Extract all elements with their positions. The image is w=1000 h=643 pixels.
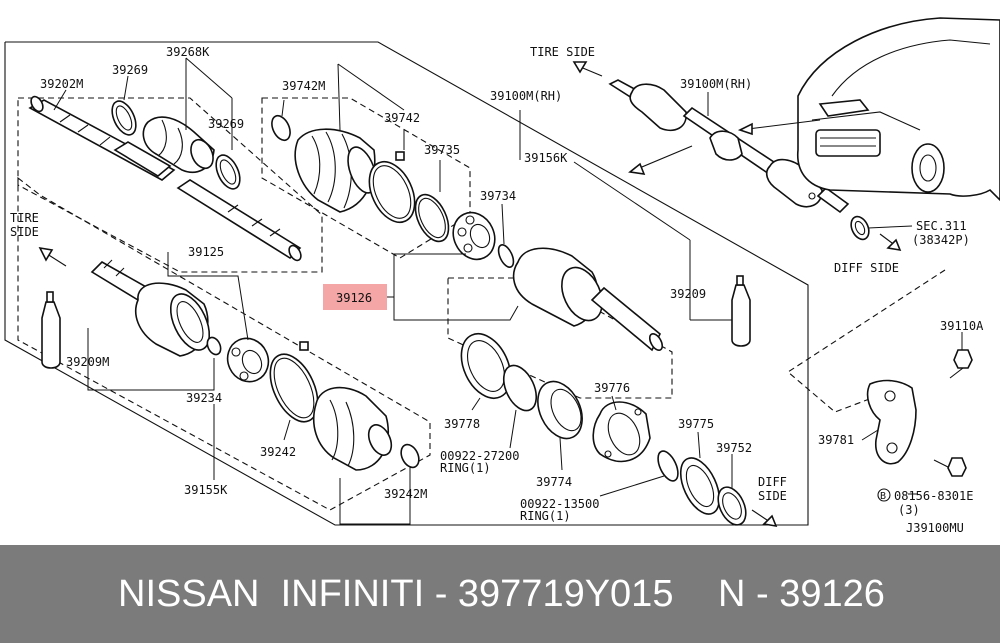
label-39734: 39734 xyxy=(480,189,516,203)
diagram-frame xyxy=(4,41,809,526)
label-sec311: SEC.311 xyxy=(916,219,967,233)
footer-diagram-ref: N - 39126 xyxy=(718,573,885,615)
inner-shaft-39202M xyxy=(28,95,176,181)
label-diff-side-bottom-1: DIFF xyxy=(758,475,787,489)
b-mark-circle xyxy=(877,488,891,502)
snap-ring-39234 xyxy=(206,336,222,356)
label-39775: 39775 xyxy=(678,417,714,431)
label-b-mark: B xyxy=(880,491,886,502)
snap-ring-39734 xyxy=(497,244,515,268)
label-39735: 39735 xyxy=(424,143,460,157)
label-39742M: 39742M xyxy=(282,79,325,93)
tire-side-arrow-left xyxy=(38,246,67,267)
label-39269-b: 39269 xyxy=(208,117,244,131)
label-qty-3: (3) xyxy=(898,503,920,517)
seal-39752 xyxy=(717,486,747,526)
label-39269-a: 39269 xyxy=(112,63,148,77)
seal-sec311 xyxy=(850,215,870,241)
inner-shaft-39202M-rear xyxy=(176,179,302,262)
grease-tube-39209 xyxy=(731,275,751,347)
label-00922-13500: 00922-13500 xyxy=(520,497,599,511)
leader-lines xyxy=(53,57,963,525)
boot-band-39742M xyxy=(271,114,291,142)
tire-side-arrow-top xyxy=(572,61,603,77)
label-39125: 39125 xyxy=(188,245,224,259)
label-ring-1-b: RING(1) xyxy=(520,509,571,523)
boot-39742M xyxy=(294,128,377,213)
part-number-footer: NISSAN INFINITI - 397719Y015 N - 39126 xyxy=(0,545,1000,643)
boot-band-39242M-small xyxy=(400,443,420,469)
label-39126: 39126 xyxy=(336,291,372,305)
dashed-group-diff-joint xyxy=(17,176,431,511)
label-diff-side-bottom-2: SIDE xyxy=(758,489,787,503)
footer-brand-part-number: NISSAN INFINITI - 397719Y015 xyxy=(118,573,674,615)
outer-housing-39100 xyxy=(512,247,664,352)
label-39202M: 39202M xyxy=(40,77,83,91)
label-39209M: 39209M xyxy=(66,355,109,369)
label-39781: 39781 xyxy=(818,433,854,447)
label-39100M-a: 39100M(RH) xyxy=(490,89,562,103)
label-39156K: 39156K xyxy=(524,151,568,165)
label-39242M: 39242M xyxy=(384,487,427,501)
label-08156-8301E: 08156-8301E xyxy=(894,489,973,503)
car-illustration xyxy=(797,17,1000,202)
label-39776: 39776 xyxy=(594,381,630,395)
label-tire-side-left-2: SIDE xyxy=(10,225,39,239)
label-39742: 39742 xyxy=(384,111,420,125)
label-00922-27200: 00922-27200 xyxy=(440,449,519,463)
seal-39778 xyxy=(460,333,512,399)
inner-housing-39125 xyxy=(90,259,211,357)
diff-side-arrow-right xyxy=(879,233,902,252)
boot-band-39742 xyxy=(368,151,416,224)
tripod-joint xyxy=(226,337,270,383)
boot-band-39242 xyxy=(269,341,319,423)
dashed-diff-bracket-line xyxy=(787,269,946,413)
label-39242: 39242 xyxy=(260,445,296,459)
diff-side-arrow-bottom xyxy=(751,509,778,528)
ring-00922-27200 xyxy=(502,364,538,412)
shaft-assembly-39100M xyxy=(608,79,850,214)
bearing-39774 xyxy=(537,380,583,440)
label-39752: 39752 xyxy=(716,441,752,455)
boot-39268K xyxy=(142,116,215,174)
label-tire-side-top: TIRE SIDE xyxy=(530,45,595,59)
ring-39269-b xyxy=(215,154,241,190)
label-39234: 39234 xyxy=(186,391,222,405)
label-ring-1-a: RING(1) xyxy=(440,461,491,475)
bolt-39110A xyxy=(949,349,973,379)
part-39126-highlight xyxy=(323,284,387,310)
ring-00922-13500 xyxy=(657,450,679,482)
label-39778: 39778 xyxy=(444,417,480,431)
label-39155K: 39155K xyxy=(184,483,228,497)
ring-39269-a xyxy=(111,100,137,136)
label-diff-side-right: DIFF SIDE xyxy=(834,261,899,275)
grease-tube-39209M xyxy=(41,291,61,369)
label-39100M-b: 39100M(RH) xyxy=(680,77,752,91)
label-39774: 39774 xyxy=(536,475,572,489)
seal-39775 xyxy=(679,457,721,515)
label-tire-side-left-1: TIRE xyxy=(10,211,39,225)
label-diagram-code: J39100MU xyxy=(906,521,964,535)
shaft-to-car-arrows xyxy=(628,119,821,175)
label-39209: 39209 xyxy=(670,287,706,301)
bracket-39781 xyxy=(866,379,917,465)
bearing-housing-39776 xyxy=(592,401,651,463)
label-38342P: (38342P) xyxy=(912,233,970,247)
label-39268K: 39268K xyxy=(166,45,210,59)
ball-cage-39126 xyxy=(452,211,496,261)
label-39110A: 39110A xyxy=(940,319,984,333)
bolt-08156-8301E xyxy=(933,457,967,477)
ring-39735 xyxy=(414,193,450,243)
exploded-parts-diagram: TIRE SIDE TIRE SIDE DIFF SIDE DIFF SIDE … xyxy=(4,17,1000,535)
dashed-group-inner-shaft xyxy=(17,97,323,273)
boot-39242M xyxy=(312,386,393,471)
